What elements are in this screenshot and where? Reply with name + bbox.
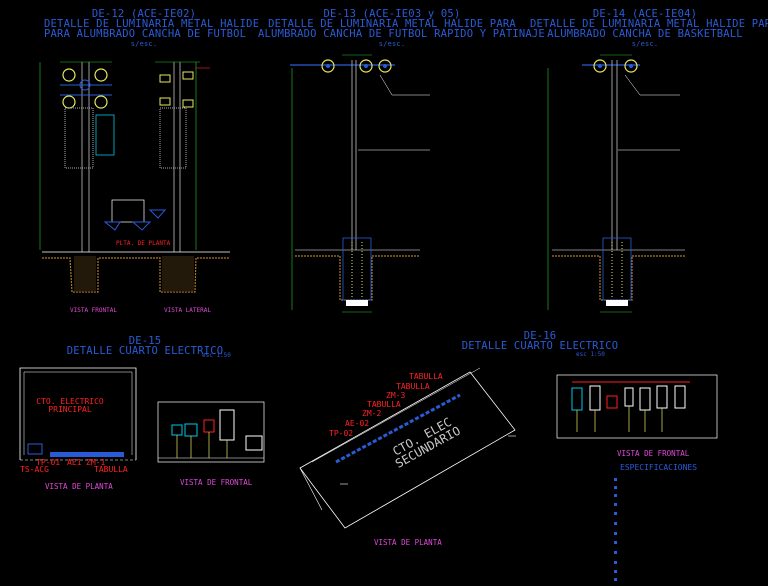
de15-line1: DETALLE CUARTO ELECTRICO (66, 345, 224, 357)
de14-title: DE-14 (ACE-IE04) DETALLE DE LUMINARIA ME… (530, 8, 768, 49)
de15-front-label: VISTA DE FRONTAL (180, 478, 253, 487)
de15-scale: esc 1:50 (202, 352, 231, 359)
de16-panel-6: AE-02 (345, 419, 370, 428)
de13-line1: DETALLE DE LUMINARIA METAL HALIDE PARA (268, 18, 516, 30)
de14-line1: DETALLE DE LUMINARIA METAL HALIDE PARA (530, 18, 768, 30)
de16-title: DE-16 DETALLE CUARTO ELECTRICO (455, 330, 625, 352)
de15-tabulla: TABULLA (94, 465, 128, 474)
de12-side-label: VISTA LATERAL (164, 307, 211, 314)
de16-panel-4: TABULLA (367, 400, 401, 409)
de14-line2: ALUMBRADO CANCHA DE BASKETBALL (547, 28, 743, 40)
de13-line2: ALUMBRADO CANCHA DE FUTBOL RAPIDO Y PATI… (258, 28, 545, 40)
de15-plan (19, 367, 137, 461)
de15-tp01: TP-01 (36, 458, 61, 467)
de14-scale: s/esc. (631, 40, 659, 48)
de12-drawing (39, 61, 230, 293)
de16-front-label: VISTA DE FRONTAL (617, 449, 690, 458)
specs-title: ESPECIFICACIONES (620, 463, 698, 472)
de13-drawing (290, 54, 430, 313)
de16-scale: esc 1:50 (576, 351, 605, 358)
de12-line2: PARA ALUMBRADO CANCHA DE FUTBOL (44, 28, 247, 40)
de12-line1: DETALLE DE LUMINARIA METAL HALIDE (44, 18, 260, 30)
de16-panel-1: TABULLA (409, 372, 443, 381)
de15-title: DE-15 DETALLE CUARTO ELECTRICO (60, 335, 230, 357)
de12-front-label: VISTA FRONTAL (70, 307, 117, 314)
de12-lamp-cluster-side (159, 71, 194, 108)
de13-code: DE-13 (ACE-IE03 y 05) (323, 8, 461, 20)
de15-tsacg: TS-ACG (20, 465, 49, 474)
de15-room-name: CTO. ELECTRICO PRINCIPAL (30, 398, 110, 414)
de15-ae1: AE1 (67, 458, 82, 467)
de16-panel-5: ZM-2 (362, 409, 382, 418)
specs-bullets (614, 478, 617, 581)
de15-plan-label: VISTA DE PLANTA (45, 482, 113, 491)
de16-panel-7: TP-02 (329, 429, 354, 438)
de16-plan (299, 367, 516, 529)
de12-plant-view (103, 199, 167, 231)
de12-scale: s/esc. (130, 40, 158, 48)
de12-plant-label: PLTA. DE PLANTA (116, 240, 171, 247)
de14-drawing (547, 54, 685, 313)
de15-room-line1: CTO. ELECTRICO (36, 397, 104, 406)
de12-title: DE-12 (ACE-IE02) DETALLE DE LUMINARIA ME… (44, 8, 260, 49)
de14-code: DE-14 (ACE-IE04) (592, 8, 698, 20)
de16-panel-2: TABULLA (396, 382, 430, 391)
de16-panel-3: ZM-3 (386, 391, 406, 400)
de16-code: DE-16 (523, 330, 557, 342)
de12-lamp-cluster-front (60, 68, 112, 109)
de13-scale: s/esc. (378, 40, 406, 48)
de16-front (556, 374, 718, 439)
de16-line1: DETALLE CUARTO ELECTRICO (461, 340, 619, 352)
de12-code: DE-12 (ACE-IE02) (91, 8, 197, 20)
de13-title: DE-13 (ACE-IE03 y 05) DETALLE DE LUMINAR… (258, 8, 545, 49)
de15-code: DE-15 (128, 335, 162, 347)
de15-room-line2: PRINCIPAL (48, 405, 92, 414)
de15-front (157, 401, 265, 463)
de15-zm1: ZM-1 (86, 458, 106, 467)
de16-plan-label: VISTA DE PLANTA (374, 538, 442, 547)
